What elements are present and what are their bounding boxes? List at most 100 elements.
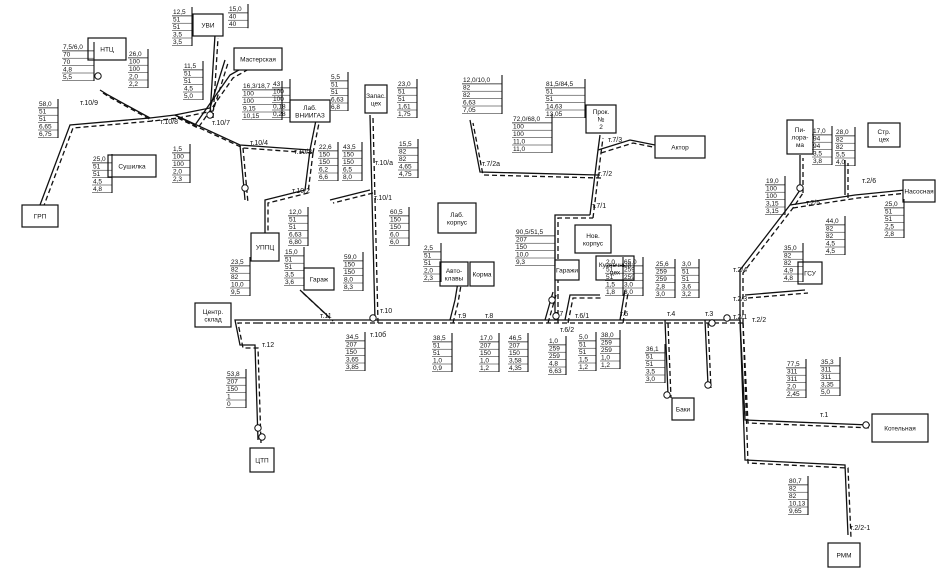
table-cell: 51 xyxy=(606,274,614,281)
table-header: 19,0 xyxy=(766,178,779,185)
building-lab-vnii: Лаб.ВНИИГАЗ xyxy=(289,99,331,123)
table-cell: 4,5 xyxy=(826,240,835,247)
table-cell: 51 xyxy=(184,78,192,85)
table-cell: 0,28 xyxy=(273,111,286,118)
table-cell: 311 xyxy=(787,369,798,376)
table-cell: 51 xyxy=(433,343,441,350)
pipe-supply xyxy=(234,319,259,441)
table-cell: 0,9 xyxy=(433,365,442,372)
pipe-supply xyxy=(209,34,216,116)
table-cell: 259 xyxy=(601,347,612,354)
pipe-return xyxy=(242,147,249,204)
node-t6-1: т.6/1 xyxy=(575,313,589,320)
table-cell: 150 xyxy=(509,350,520,357)
pipe-return xyxy=(372,117,379,324)
table-header: 2,5 xyxy=(424,245,433,252)
table-cell: 6,2 xyxy=(319,166,328,173)
building-box xyxy=(671,397,695,421)
table-header: 72,0/68,0 xyxy=(513,116,540,123)
pipe-return xyxy=(267,152,314,243)
table-header: 44,0 xyxy=(826,218,839,225)
table-header: 60,5 xyxy=(390,209,403,216)
building-pilorama: Пи-лора-ма xyxy=(786,119,814,155)
table-cell: 3,58 xyxy=(509,357,522,364)
table-cell: 100 xyxy=(173,161,184,168)
table-header: 23,0 xyxy=(398,81,411,88)
building-nov-korpus: Нов.корпус xyxy=(574,224,612,254)
building-label: Запас. xyxy=(366,93,386,100)
pipe-return xyxy=(557,217,593,323)
pipe-supply xyxy=(619,289,626,321)
table-cell: 3,0 xyxy=(624,289,633,296)
table-cell: 4,0 xyxy=(836,159,845,166)
table-cell: 51 xyxy=(646,354,654,361)
table-cell: 51 xyxy=(546,96,554,103)
table-header: 16,3/18,7 xyxy=(243,83,270,90)
building-box xyxy=(867,122,901,148)
table-cell: 3,2 xyxy=(682,291,691,298)
table-cell: 82 xyxy=(463,85,471,92)
table-cell: 3,6 xyxy=(682,283,691,290)
table-cell: 51 xyxy=(331,82,339,89)
pipe-supply xyxy=(544,291,554,321)
table-cell: 82 xyxy=(789,493,797,500)
table-cell: 1,5 xyxy=(579,356,588,363)
table-cell: 8,0 xyxy=(343,174,352,181)
pipe-return xyxy=(742,192,804,323)
table-cell: 3,65 xyxy=(346,356,359,363)
table-cell: 3,0 xyxy=(656,291,665,298)
building-box xyxy=(595,255,635,281)
table-cell: 3,6 xyxy=(285,279,294,286)
table-cell: 100 xyxy=(273,89,284,96)
table-cell: 4,5 xyxy=(184,85,193,92)
pipe-return xyxy=(177,62,229,119)
table-cell: 259 xyxy=(601,340,612,347)
table-cell: 9,15 xyxy=(243,105,256,112)
node-t3: т.3 xyxy=(705,311,713,318)
building-box xyxy=(902,179,936,203)
pipe-return xyxy=(667,322,672,399)
table-header: 80,7 xyxy=(789,478,802,485)
table-cell: 3,0 xyxy=(646,376,655,383)
table-cell: 7,05 xyxy=(463,107,476,114)
pipe-return xyxy=(42,117,179,209)
table-cell: 6,65 xyxy=(39,123,52,130)
node-t11: т.11 xyxy=(320,313,332,320)
table-cell: 311 xyxy=(821,367,832,374)
table-cell: 1,2 xyxy=(579,364,588,371)
table-cell: 9,3 xyxy=(516,259,525,266)
table-cell: 6,63 xyxy=(331,96,344,103)
building-label: Нов. xyxy=(586,233,600,240)
table-cell: 4,8 xyxy=(784,275,793,282)
table-cell: 14,63 xyxy=(546,103,563,110)
table-header: 12,5 xyxy=(173,9,186,16)
table-cell: 51 xyxy=(93,171,101,178)
table-cell: 259 xyxy=(656,276,667,283)
building-grp: ГРП xyxy=(21,204,59,228)
pipe-supply xyxy=(744,289,806,296)
pipe-return xyxy=(472,122,602,179)
building-label: Гараж xyxy=(310,277,329,284)
building-box xyxy=(871,413,929,443)
table-cell: 2,0 xyxy=(129,73,138,80)
table-header: 43 xyxy=(273,81,281,88)
table-header: 15,0 xyxy=(229,6,242,13)
pipe-return xyxy=(707,322,712,389)
table-cell: 5,0 xyxy=(184,93,193,100)
table-cell: 51 xyxy=(606,267,614,274)
pipe-return xyxy=(567,297,603,324)
table-cell: 3,15 xyxy=(766,208,779,215)
pipe-return xyxy=(600,142,659,154)
valve-icon xyxy=(206,111,214,119)
table-cell: 1,8 xyxy=(606,289,615,296)
pipe-supply xyxy=(329,189,371,201)
